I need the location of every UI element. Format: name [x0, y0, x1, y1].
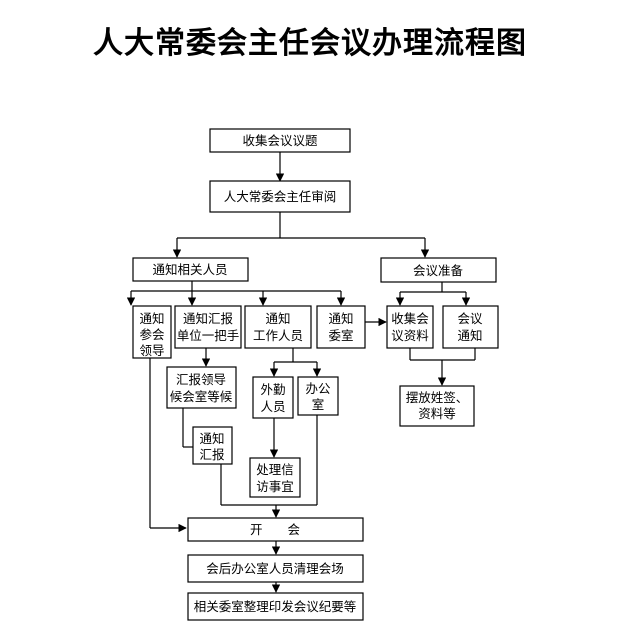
node-office-line-2: 室	[312, 397, 325, 412]
node-open-meeting: 开 会	[187, 517, 364, 542]
node-place-nameplates-line-2: 资料等	[418, 406, 456, 421]
node-chairman-review: 人大常委会主任审阅	[209, 180, 351, 213]
node-meeting-notice: 会议 通知	[442, 305, 499, 349]
node-notify-staff-line-1: 通知	[265, 311, 290, 326]
node-minutes-label: 相关委室整理印发会议纪要等	[194, 599, 357, 614]
node-notify-reporting-line-1: 通知汇报	[183, 311, 234, 326]
node-report-leader-wait: 汇报领导 候会室等候	[166, 366, 237, 409]
node-open-meeting-label: 开 会	[250, 522, 301, 537]
node-report-leader-wait-line-1: 汇报领导	[176, 372, 226, 387]
node-notify-staff: 通知 工作人员	[244, 305, 312, 349]
node-notify-leaders-line-3: 领导	[139, 343, 164, 358]
node-handle-petitions: 处理信 访事宜	[249, 457, 301, 498]
node-office: 办公 室	[297, 376, 339, 416]
node-notify-people-label: 通知相关人员	[152, 262, 227, 277]
node-collect-topics-label: 收集会议议题	[242, 133, 318, 148]
node-field-staff-line-1: 外勤	[260, 382, 285, 397]
node-place-nameplates-line-1: 摆放姓签、	[406, 390, 469, 405]
node-meeting-prep-label: 会议准备	[413, 263, 464, 278]
node-notify-report-line-1: 通知	[199, 431, 224, 446]
node-collect-topics: 收集会议议题	[209, 128, 351, 153]
node-notify-committee: 通知 委室	[316, 305, 366, 349]
node-minutes: 相关委室整理印发会议纪要等	[187, 592, 364, 621]
node-field-staff: 外勤 人员	[252, 376, 294, 419]
node-chairman-review-label: 人大常委会主任审阅	[224, 189, 337, 204]
node-place-nameplates: 摆放姓签、 资料等	[399, 385, 475, 427]
node-meeting-notice-line-2: 通知	[457, 328, 482, 343]
node-meeting-prep: 会议准备	[380, 257, 497, 283]
node-notify-people: 通知相关人员	[132, 257, 249, 282]
node-notify-reporting-line-2: 单位一把手	[177, 328, 240, 343]
node-collect-materials-line-1: 收集会	[391, 311, 429, 326]
connectors	[126, 152, 476, 593]
node-notify-leaders-line-1: 通知	[139, 311, 164, 326]
node-notify-committee-line-2: 委室	[328, 328, 353, 343]
node-notify-staff-line-2: 工作人员	[253, 328, 303, 343]
node-cleanup-label: 会后办公室人员清理会场	[206, 561, 344, 576]
node-notify-report-line-2: 汇报	[199, 447, 225, 462]
node-report-leader-wait-line-2: 候会室等候	[170, 389, 233, 404]
chart-title: 人大常委会主任会议办理流程图	[93, 26, 527, 61]
node-notify-leaders-line-2: 参会	[139, 327, 165, 342]
node-cleanup: 会后办公室人员清理会场	[187, 554, 364, 583]
node-collect-materials-line-2: 议资料	[391, 328, 429, 343]
node-notify-reporting-unit: 通知汇报 单位一把手	[174, 305, 242, 349]
node-field-staff-line-2: 人员	[260, 399, 285, 414]
node-office-line-1: 办公	[305, 381, 331, 396]
node-meeting-notice-line-1: 会议	[457, 311, 483, 326]
node-handle-petitions-line-2: 访事宜	[256, 479, 294, 494]
node-notify-committee-line-1: 通知	[328, 311, 353, 326]
node-handle-petitions-line-1: 处理信	[256, 462, 294, 477]
node-collect-materials: 收集会 议资料	[386, 305, 434, 349]
node-notify-leaders: 通知 参会 领导	[132, 305, 172, 359]
node-notify-report: 通知 汇报	[192, 426, 233, 465]
